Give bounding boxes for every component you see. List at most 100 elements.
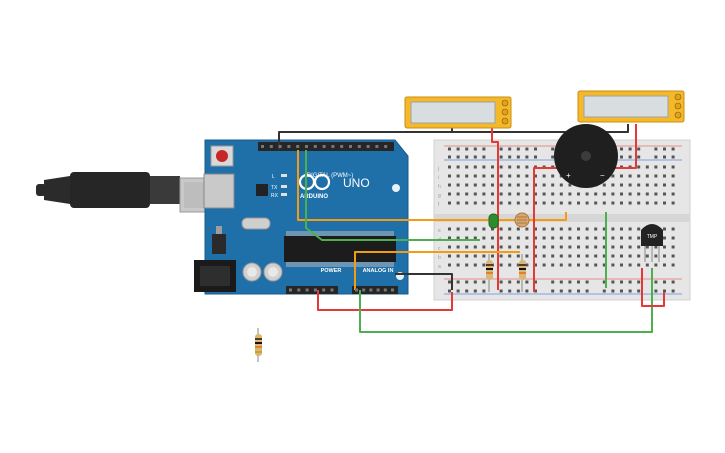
breadboard-hole: [491, 227, 494, 231]
breadboard-hole: [482, 227, 486, 231]
photoresistor[interactable]: [514, 212, 530, 228]
breadboard-hole: [482, 155, 486, 159]
resistor-1[interactable]: [486, 254, 493, 292]
breadboard-hole: [448, 155, 451, 159]
header-pin: [349, 145, 352, 148]
header-pin: [376, 288, 380, 292]
breadboard-hole: [491, 192, 494, 196]
breadboard-hole: [465, 147, 469, 151]
breadboard-hole: [508, 263, 512, 267]
breadboard-hole: [551, 289, 555, 293]
breadboard-hole: [585, 245, 589, 249]
header-pin: [261, 145, 264, 148]
breadboard-hole: [602, 236, 606, 240]
breadboard-hole: [628, 227, 632, 231]
multimeter-right[interactable]: [577, 90, 685, 123]
breadboard-hole: [516, 147, 520, 151]
temperature-sensor[interactable]: TMP: [641, 224, 663, 262]
breadboard-hole: [525, 174, 529, 178]
breadboard-hole: [456, 183, 460, 187]
breadboard-hole: [611, 201, 615, 205]
breadboard-hole: [508, 147, 512, 151]
breadboard-hole: [491, 201, 494, 205]
breadboard-hole: [542, 254, 546, 258]
breadboard-hole: [525, 227, 529, 231]
breadboard-hole: [534, 201, 537, 205]
breadboard-hole: [534, 192, 537, 196]
breadboard-hole: [663, 192, 666, 196]
header-pin: [297, 288, 301, 292]
breadboard-hole: [456, 174, 460, 178]
green-led[interactable]: [488, 213, 499, 229]
multimeter-left[interactable]: [404, 96, 512, 129]
breadboard-hole: [542, 183, 546, 187]
breadboard-hole: [577, 201, 580, 205]
breadboard-hole: [456, 263, 460, 267]
breadboard-hole: [637, 236, 641, 240]
breadboard-hole: [620, 183, 623, 187]
piezo-buzzer[interactable]: + −: [554, 124, 618, 188]
breadboard-hole: [602, 183, 606, 187]
breadboard-hole: [551, 263, 555, 267]
wire-green: [305, 150, 480, 241]
analog-label: ANALOG IN: [363, 268, 394, 274]
row-label: j: [437, 166, 439, 172]
breadboard-hole: [585, 263, 589, 267]
breadboard-hole: [542, 174, 546, 178]
breadboard-hole: [551, 236, 555, 240]
header-pin: [384, 145, 388, 148]
breadboard-hole: [671, 280, 675, 284]
breadboard-hole: [671, 289, 675, 293]
reset-button[interactable]: [210, 145, 234, 167]
breadboard-hole: [637, 201, 641, 205]
breadboard-hole: [654, 289, 658, 293]
breadboard-hole: [491, 245, 494, 249]
resistor-2[interactable]: [519, 254, 526, 292]
breadboard-hole: [671, 254, 675, 258]
breadboard-hole: [465, 155, 469, 159]
breadboard-hole: [568, 254, 572, 258]
breadboard-hole: [456, 165, 460, 169]
breadboard-hole: [534, 254, 537, 258]
breadboard-hole: [516, 155, 520, 159]
breadboard-hole: [559, 192, 563, 196]
breadboard-hole: [663, 289, 666, 293]
breadboard-hole: [499, 155, 503, 159]
wire-red: [641, 268, 665, 307]
breadboard-hole: [602, 192, 606, 196]
breadboard-hole: [585, 192, 589, 196]
breadboard-hole: [448, 245, 451, 249]
breadboard-hole: [628, 280, 632, 284]
breadboard-hole: [611, 263, 615, 267]
breadboard-hole: [620, 147, 623, 151]
header-pin: [375, 145, 379, 148]
breadboard-hole: [585, 289, 589, 293]
breadboard-hole: [499, 227, 503, 231]
rx-label: RX: [271, 193, 279, 199]
header-pin: [289, 288, 292, 292]
breadboard-hole: [594, 263, 598, 267]
breadboard-hole: [671, 263, 675, 267]
row-label: i: [438, 175, 439, 181]
breadboard-hole: [508, 174, 512, 178]
breadboard-hole: [671, 245, 675, 249]
arduino-brand-label: UNO: [343, 176, 370, 190]
arduino-logo-text: ARDUINO: [300, 194, 328, 200]
breadboard-hole: [499, 236, 503, 240]
breadboard-hole: [559, 289, 563, 293]
breadboard-hole: [671, 227, 675, 231]
wire-orange: [354, 251, 520, 290]
breadboard-hole: [448, 280, 451, 284]
row-label: e: [438, 228, 441, 234]
breadboard-hole: [663, 155, 666, 159]
power-jack: [194, 260, 236, 292]
header-pin: [340, 145, 344, 148]
breadboard-hole: [482, 183, 486, 187]
breadboard-hole: [525, 192, 529, 196]
breadboard-hole: [663, 227, 666, 231]
breadboard-hole: [645, 165, 649, 169]
breadboard-hole: [637, 254, 641, 258]
resistor-loose[interactable]: [255, 328, 262, 362]
breadboard-hole: [508, 201, 512, 205]
l-led-label: L: [272, 174, 275, 180]
